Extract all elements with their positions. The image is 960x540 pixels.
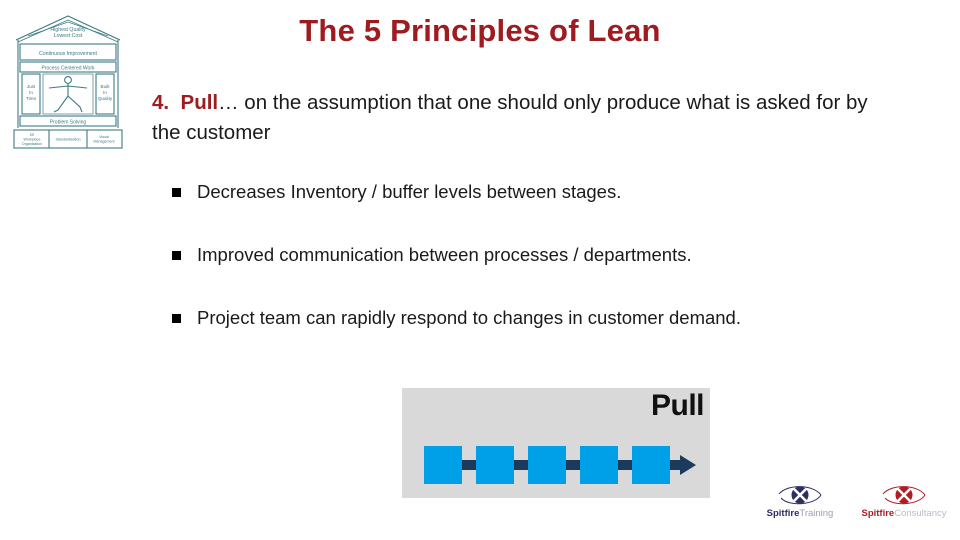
square-bullet-icon xyxy=(172,188,181,197)
bullet-text: Project team can rapidly respond to chan… xyxy=(197,306,741,328)
footer-logos: SpitfireTraining SpitfireConsultancy xyxy=(752,482,957,534)
spitfire-x-circle-icon xyxy=(752,482,848,508)
pull-node xyxy=(580,446,618,484)
lean-house-roof-line-2: Lowest Cost xyxy=(54,33,83,39)
pull-diagram-label: Pull xyxy=(650,389,705,422)
pull-arrow-head xyxy=(680,455,696,475)
lean-house-roof-line-1: Highest Quality xyxy=(50,27,86,33)
list-item: Project team can rapidly respond to chan… xyxy=(172,306,892,331)
lean-house-pillar-left-l1: Just xyxy=(27,84,36,89)
lean-house-pillar-left-l3: Time xyxy=(26,96,36,101)
principle-description: on the assumption that one should only p… xyxy=(152,91,868,144)
lean-house-band-1: Continuous Improvement xyxy=(39,51,98,57)
pull-node xyxy=(476,446,514,484)
pull-connector xyxy=(564,460,580,470)
pull-node xyxy=(528,446,566,484)
principle-ellipsis: … xyxy=(218,91,239,114)
spitfire-consultancy-logo: SpitfireConsultancy xyxy=(856,482,952,519)
lean-house-foundation-3-l1: Visual xyxy=(99,135,109,139)
pull-flow-chain xyxy=(424,446,696,484)
lean-house-foundation-1-l3: Organisation xyxy=(22,142,42,146)
square-bullet-icon xyxy=(172,313,181,323)
list-item: Decreases Inventory / buffer levels betw… xyxy=(172,180,892,205)
lean-house-foundation-2: Standardisation xyxy=(56,138,81,142)
pull-node xyxy=(424,446,462,484)
bullet-list: Decreases Inventory / buffer levels betw… xyxy=(172,180,892,331)
page-title: The 5 Principles of Lean xyxy=(299,13,661,48)
pull-connector xyxy=(460,460,476,470)
spitfire-word-light: Training xyxy=(799,508,834,519)
pull-connector xyxy=(616,460,632,470)
pull-diagram-image: Pull xyxy=(402,388,710,498)
square-bullet-icon xyxy=(172,250,181,260)
spitfire-word-bold: Spitfire xyxy=(861,508,895,519)
lean-house-pillar-right-l2: In xyxy=(103,90,107,95)
lean-house-logo: Highest Quality Lowest Cost Continuous I… xyxy=(8,6,128,150)
lean-house-foundation-1-l1: 5S xyxy=(30,133,35,137)
bullet-text: Decreases Inventory / buffer levels betw… xyxy=(197,181,622,202)
spitfire-word-light: Consultancy xyxy=(894,508,947,519)
pull-arrow-tail xyxy=(668,460,684,470)
principle-number: 4. xyxy=(152,91,170,114)
lean-house-pillar-left-l2: In xyxy=(29,90,33,95)
pull-node xyxy=(632,446,670,484)
lean-house-foundation-3-l2: Management xyxy=(94,140,115,144)
bullet-text: Improved communication between processes… xyxy=(197,243,692,265)
lean-house-pillar-right-l3: Quality xyxy=(98,96,113,101)
spitfire-x-circle-icon xyxy=(856,482,952,508)
lean-house-pillar-right-l1: Built xyxy=(101,84,111,89)
lean-house-band-3: Problem Solving xyxy=(50,120,87,126)
spitfire-word-bold: Spitfire xyxy=(766,508,800,519)
lean-house-foundation-1-l2: Workplace xyxy=(24,138,41,142)
lean-house-band-2: Process Centered Work xyxy=(42,66,95,72)
pull-connector xyxy=(512,460,528,470)
list-item: Improved communication between processes… xyxy=(172,243,892,268)
lead-paragraph: 4. Pull… on the assumption that one shou… xyxy=(152,88,894,147)
spitfire-consultancy-wordmark: SpitfireConsultancy xyxy=(856,508,952,519)
principle-keyword: Pull xyxy=(180,91,219,114)
spitfire-training-wordmark: SpitfireTraining xyxy=(752,508,848,519)
spitfire-training-logo: SpitfireTraining xyxy=(752,482,848,519)
